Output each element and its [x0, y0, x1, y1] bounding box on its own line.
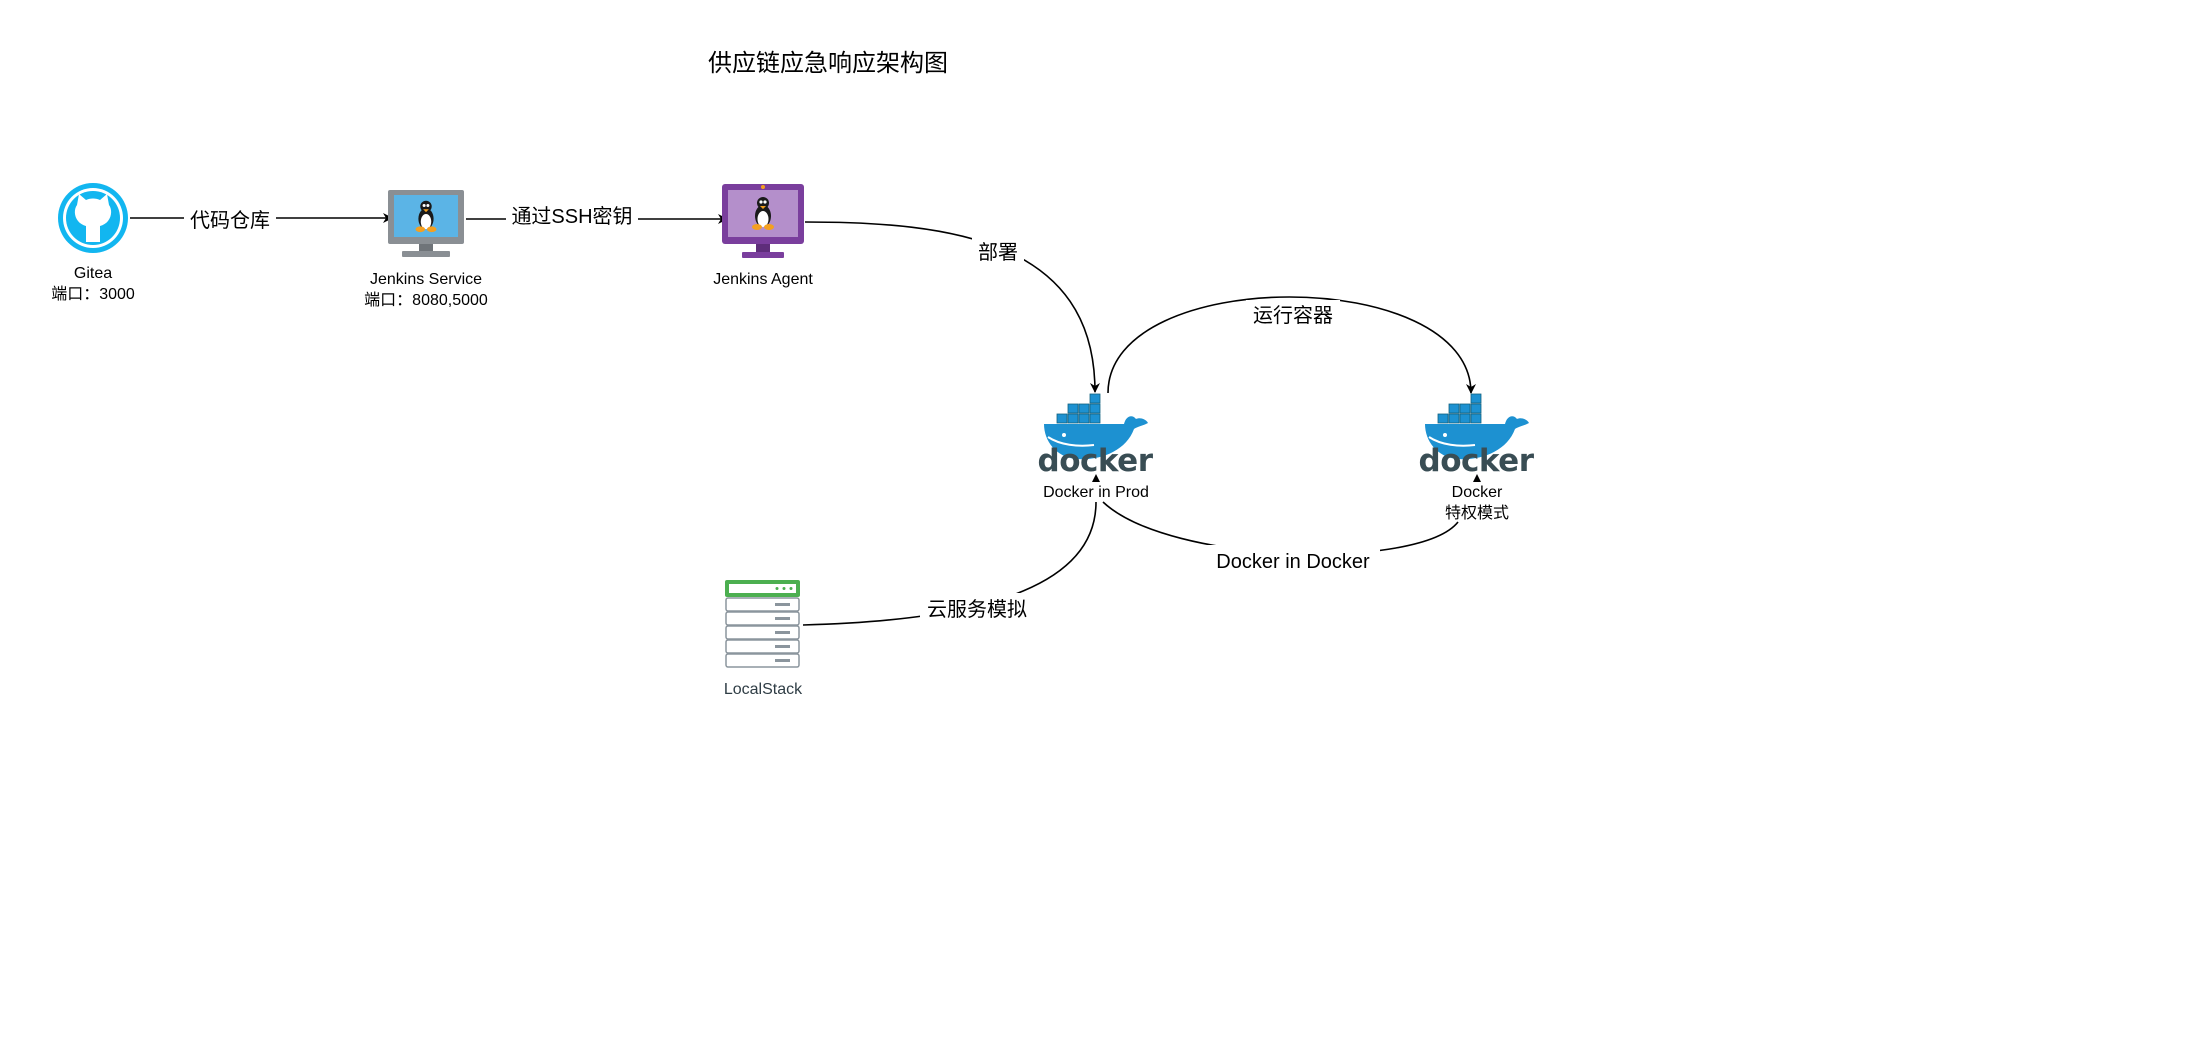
edge-priv-to-prod: Docker in Docker	[1102, 501, 1459, 575]
linux-monitor-icon	[388, 190, 464, 257]
edge-agent-to-prod: 部署	[804, 221, 1100, 393]
node-label-jenkins-service: Jenkins Service	[370, 271, 482, 288]
node-label-localstack: LocalStack	[724, 681, 803, 698]
edge-jenkins-to-agent: 通过SSH密钥	[466, 204, 728, 234]
node-label-jenkins-agent: Jenkins Agent	[713, 271, 813, 288]
node-jenkins-service[interactable]: Jenkins Service 端口：8080,5000	[364, 190, 488, 309]
node-gitea[interactable]: Gitea 端口：3000	[51, 183, 135, 303]
edge-prod-to-priv: 运行容器	[1107, 296, 1476, 394]
arrowhead-in	[1473, 474, 1481, 482]
arrowhead-in	[1092, 474, 1100, 482]
node-docker-privileged[interactable]: docker Docker 特权模式	[1419, 393, 1535, 522]
edge-label-deploy: 部署	[978, 241, 1018, 264]
node-port-jenkins-service: 端口：8080,5000	[364, 291, 488, 309]
node-sublabel-docker-priv: 特权模式	[1445, 504, 1509, 522]
node-localstack[interactable]: LocalStack	[724, 580, 803, 698]
edge-localstack-to-prod: 云服务模拟	[802, 501, 1097, 626]
edge-label-ssh-key: 通过SSH密钥	[511, 205, 632, 228]
node-docker-prod[interactable]: docker Docker in Prod	[1038, 393, 1154, 501]
github-octocat-icon	[58, 183, 128, 253]
edge-label-docker-in-docker: Docker in Docker	[1216, 551, 1370, 573]
edge-label-cloud-emulation: 云服务模拟	[927, 598, 1027, 621]
docker-logo-text: docker	[1419, 443, 1535, 479]
node-label-docker-priv: Docker	[1452, 484, 1503, 501]
edge-label-run-container: 运行容器	[1253, 304, 1333, 327]
edge-gitea-to-jenkins: 代码仓库	[130, 204, 393, 234]
docker-logo-text: docker	[1038, 443, 1154, 479]
server-rack-icon	[725, 580, 800, 668]
node-jenkins-agent[interactable]: Jenkins Agent	[713, 184, 813, 288]
linux-monitor-icon	[722, 184, 804, 258]
node-label-gitea: Gitea	[74, 265, 112, 282]
edge-label-code-repo: 代码仓库	[190, 209, 270, 232]
node-label-docker-prod: Docker in Prod	[1043, 484, 1149, 501]
diagram-title: 供应链应急响应架构图	[708, 50, 948, 77]
node-port-gitea: 端口：3000	[51, 285, 135, 303]
